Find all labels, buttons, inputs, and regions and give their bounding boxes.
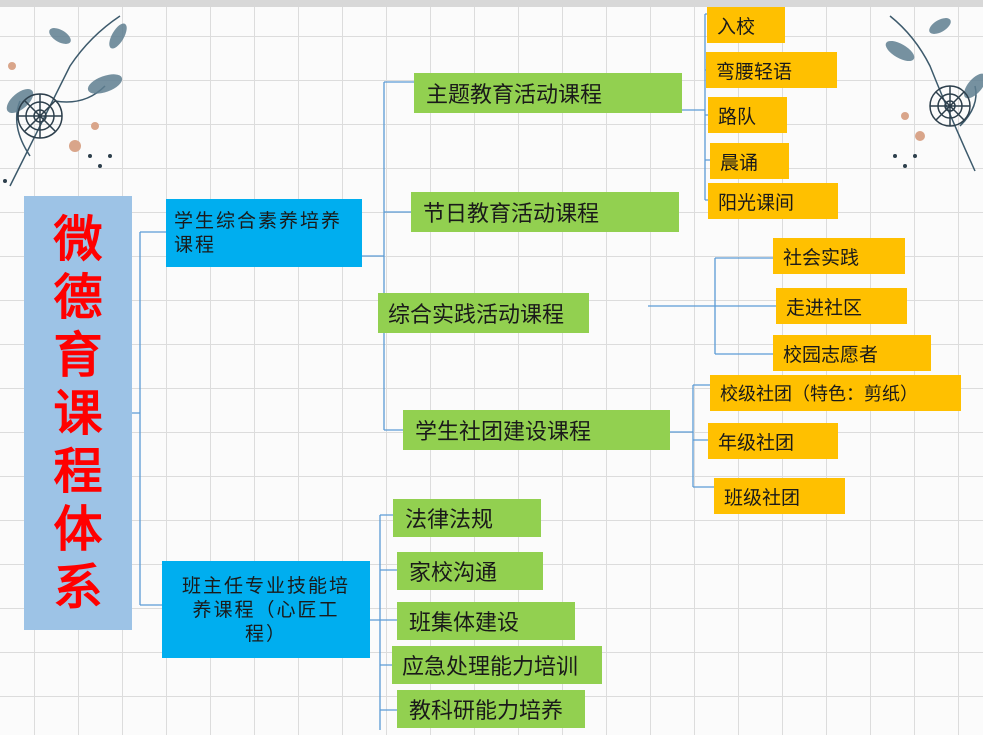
node-label: 班集体建设 bbox=[409, 611, 520, 636]
node-emergency: 应急处理能力培训 bbox=[392, 646, 602, 684]
node-into-community: 走进社区 bbox=[776, 288, 907, 324]
node-label: 主题教育活动课程 bbox=[426, 83, 603, 108]
node-research: 教科研能力培养 bbox=[397, 690, 585, 728]
node-student-club: 学生社团建设课程 bbox=[403, 410, 670, 450]
node-label: 学生社团建设课程 bbox=[415, 420, 592, 445]
node-label: 班主任专业技能培养课程（心匠工程） bbox=[181, 574, 350, 645]
root-node: 微德育课程体系 bbox=[24, 196, 132, 630]
node-student-quality-course: 学生综合素养培养课程 bbox=[166, 199, 362, 267]
node-label: 节日教育活动课程 bbox=[423, 202, 600, 227]
node-label: 教科研能力培养 bbox=[409, 699, 564, 724]
root-title: 微德育课程体系 bbox=[53, 210, 103, 616]
node-campus-volunteer: 校园志愿者 bbox=[773, 335, 931, 371]
node-label: 家校沟通 bbox=[409, 561, 498, 586]
node-comprehensive-practice: 综合实践活动课程 bbox=[378, 293, 589, 333]
node-morning-reading: 晨诵 bbox=[710, 143, 789, 179]
floral-decoration-right bbox=[885, 15, 983, 172]
node-label: 阳光课间 bbox=[718, 191, 795, 214]
node-festival-education: 节日教育活动课程 bbox=[411, 192, 679, 232]
node-class-club: 班级社团 bbox=[714, 478, 845, 514]
node-label: 年级社团 bbox=[718, 431, 795, 454]
node-label: 校园志愿者 bbox=[783, 343, 879, 366]
node-label: 弯腰轻语 bbox=[716, 60, 793, 83]
node-label: 社会实践 bbox=[783, 246, 860, 269]
node-class-building: 班集体建设 bbox=[397, 602, 575, 640]
node-law: 法律法规 bbox=[393, 499, 541, 537]
node-label: 入校 bbox=[717, 15, 756, 38]
node-social-practice: 社会实践 bbox=[773, 238, 905, 274]
node-label: 应急处理能力培训 bbox=[402, 655, 579, 680]
node-grade-club: 年级社团 bbox=[708, 423, 838, 459]
node-theme-education: 主题教育活动课程 bbox=[414, 73, 682, 113]
node-label: 综合实践活动课程 bbox=[388, 303, 565, 328]
node-label: 路队 bbox=[718, 105, 757, 128]
node-label: 法律法规 bbox=[405, 508, 494, 533]
node-label: 班级社团 bbox=[724, 486, 801, 509]
top-border bbox=[0, 0, 983, 7]
node-label: 学生综合素养培养课程 bbox=[174, 210, 343, 256]
node-road-team: 路队 bbox=[708, 97, 787, 133]
node-school-club: 校级社团（特色：剪纸） bbox=[710, 375, 961, 411]
node-label: 晨诵 bbox=[720, 151, 759, 174]
floral-decoration-left bbox=[3, 15, 127, 187]
node-bend-whisper: 弯腰轻语 bbox=[706, 52, 837, 88]
node-enter-school: 入校 bbox=[707, 7, 785, 43]
node-sunshine-break: 阳光课间 bbox=[708, 183, 838, 219]
node-label: 走进社区 bbox=[786, 296, 863, 319]
node-home-school: 家校沟通 bbox=[397, 552, 543, 590]
node-label: 校级社团（特色：剪纸） bbox=[720, 384, 918, 405]
node-teacher-skill-course: 班主任专业技能培养课程（心匠工程） bbox=[162, 561, 370, 658]
